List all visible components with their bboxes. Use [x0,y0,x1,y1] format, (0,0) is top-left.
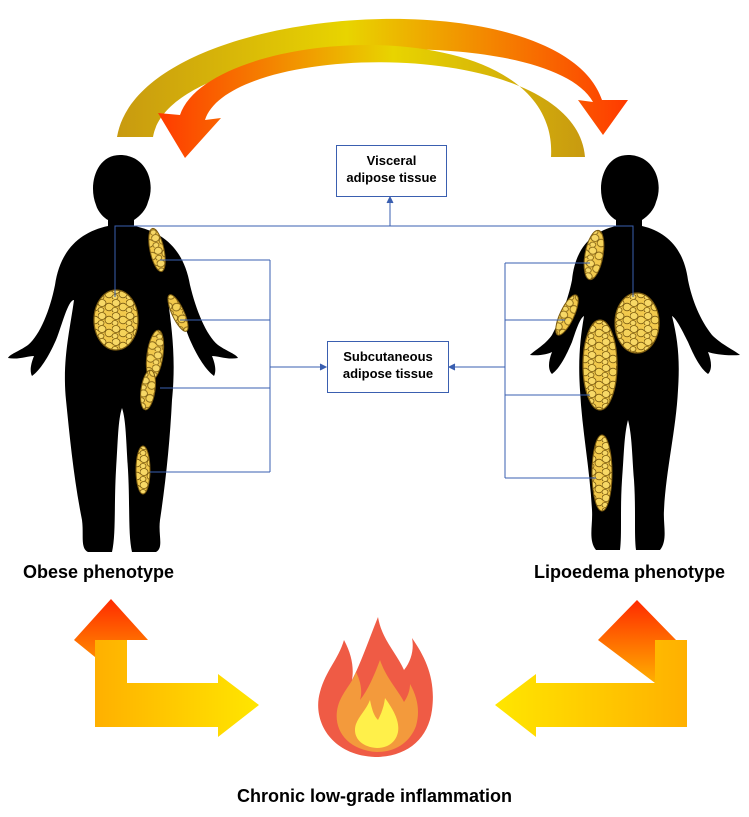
visceral-adipose-tissue-box: Visceral adipose tissue [336,145,447,197]
obese-phenotype-label: Obese phenotype [23,562,175,582]
obese-silhouette [8,155,238,552]
curved-arrow-icon-to-obese [158,45,585,158]
subcutaneous-label-line2: adipose tissue [342,366,434,381]
subcutaneous-label-line1: Subcutaneous [343,349,433,364]
elbow-arrow-icon-right [495,600,687,737]
visceral-fat-obese [93,289,139,351]
inflammation-label: Chronic low-grade inflammation [236,786,513,806]
fat-deposit-upper-arm [583,229,605,281]
fat-deposit-calf [591,434,613,512]
fat-deposit-thigh [582,319,618,411]
visceral-label-line2: adipose tissue [346,170,437,185]
visceral-fat-lipoedema [614,292,660,354]
fat-deposit-thigh [140,369,156,411]
curved-arrow-icon-to-lipoedema [117,18,628,137]
connector-lines [114,195,634,479]
fat-deposit-calf [135,445,151,495]
lipoedema-phenotype-label: Lipoedema phenotype [534,562,726,582]
flame-icon [318,617,433,757]
fat-deposit-upper-arm [148,227,166,273]
elbow-arrow-icon-left [74,599,259,737]
fat-deposit-forearm [167,294,189,332]
visceral-label-line1: Visceral [366,153,417,168]
lipoedema-silhouette [530,155,740,550]
fat-deposit-forearm [555,294,579,336]
cycle-arrows [117,18,628,158]
subcutaneous-adipose-tissue-box: Subcutaneous adipose tissue [327,341,449,393]
